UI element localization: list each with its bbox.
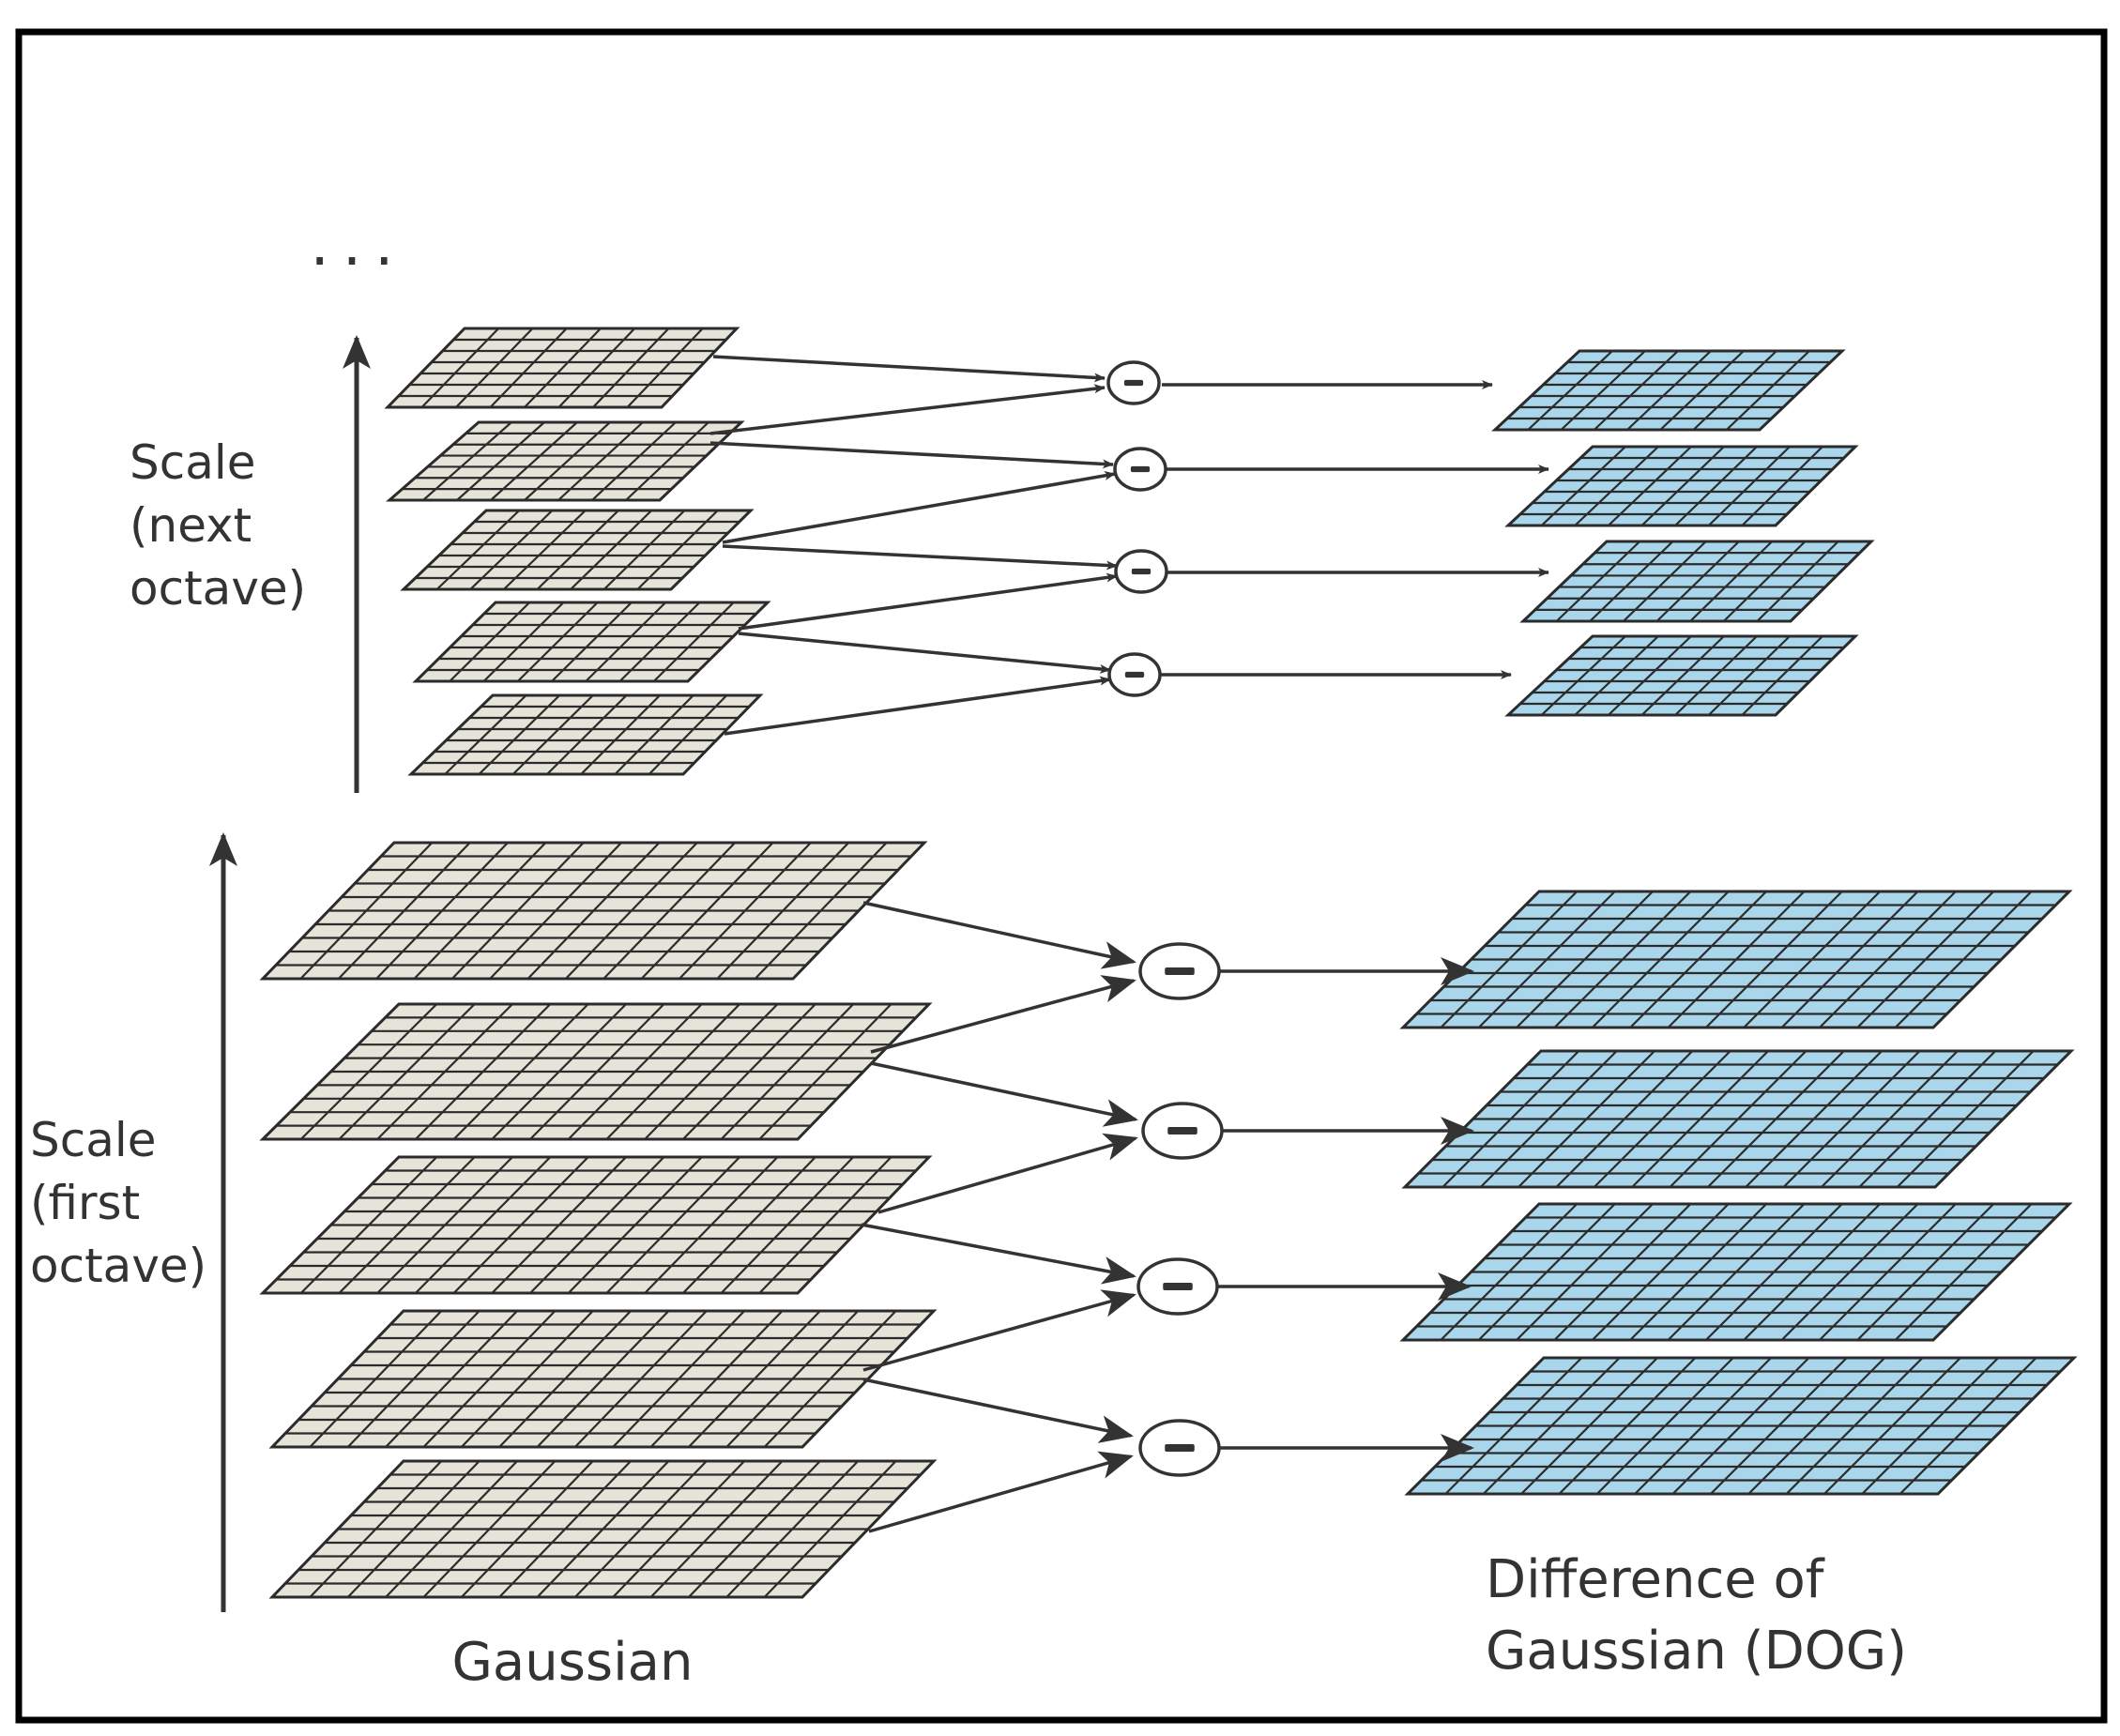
figure-frame <box>15 28 2108 1724</box>
dog-layer <box>1491 349 1846 432</box>
gaussian-layer <box>259 841 928 981</box>
gaussian-layer <box>400 509 755 591</box>
minus-bar <box>1163 1282 1193 1291</box>
gaussian-layer <box>268 1459 938 1599</box>
dog-layer <box>1399 890 2073 1029</box>
dog-stack-first-octave <box>1399 890 2078 1496</box>
dog-layer <box>1404 1356 2078 1496</box>
minus-bar <box>1131 568 1152 575</box>
scale-first-octave-label: Scale (first octave) <box>30 1113 206 1293</box>
gaussian-layer <box>268 1309 938 1449</box>
minus-operator-icon <box>1138 1419 1221 1477</box>
minus-bar <box>1124 671 1145 678</box>
minus-bar <box>1123 379 1144 387</box>
minus-bar <box>1130 465 1151 473</box>
subtract-operators-next-octave <box>1106 360 1168 697</box>
gaussian-stack-first-octave <box>259 841 938 1599</box>
gaussian-layer <box>384 327 740 409</box>
scale-next-octave-label: Scale (next octave) <box>130 435 306 616</box>
minus-operator-icon <box>1114 549 1168 594</box>
minus-operator-icon <box>1138 942 1221 1000</box>
connectors-next-octave <box>709 355 1549 736</box>
minus-bar <box>1165 967 1195 976</box>
minus-operator-icon <box>1107 652 1162 697</box>
dog-layer <box>1519 540 1875 623</box>
minus-operator-icon <box>1106 360 1161 405</box>
minus-bar <box>1167 1126 1197 1135</box>
minus-bar <box>1165 1443 1195 1453</box>
gaussian-label: Gaussian <box>452 1632 694 1693</box>
dog-layer <box>1504 634 1859 717</box>
dog-layer <box>1504 445 1859 527</box>
connectors-first-octave <box>861 901 1474 1533</box>
gaussian-layer <box>407 693 764 776</box>
gaussian-layer <box>386 420 745 502</box>
dog-stack-next-octave <box>1491 349 1875 717</box>
minus-operator-icon <box>1136 1257 1219 1316</box>
minus-operator-icon <box>1113 447 1167 492</box>
subtract-operators-first-octave <box>1136 942 1224 1477</box>
gaussian-layer <box>412 601 771 683</box>
gaussian-layer <box>259 1002 933 1141</box>
gaussian-layer <box>259 1155 933 1295</box>
dog-label: Difference of Gaussian (DOG) <box>1486 1549 1907 1682</box>
dog-layer <box>1399 1202 2073 1342</box>
ellipsis: ... <box>310 210 406 280</box>
gaussian-stack-next-octave <box>384 327 771 776</box>
dog-layer <box>1401 1049 2075 1189</box>
minus-operator-icon <box>1141 1102 1224 1160</box>
